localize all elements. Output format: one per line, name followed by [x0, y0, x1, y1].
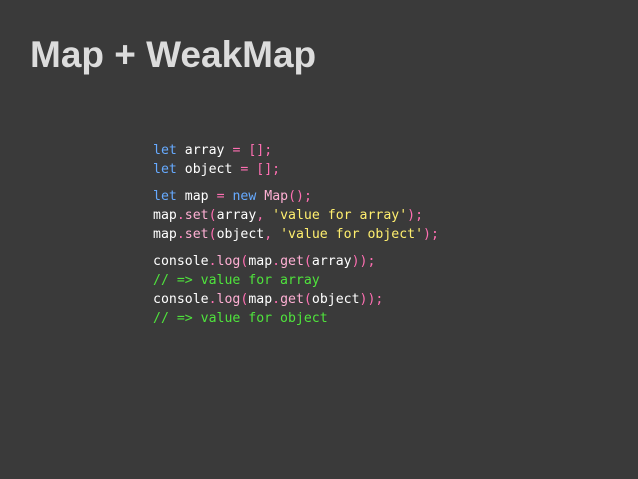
object-name: map [153, 227, 177, 242]
punctuation: ); [423, 227, 439, 242]
object-name: map [153, 208, 177, 223]
keyword-let: let [153, 143, 177, 158]
code-line-3: let map = new Map(); [153, 187, 439, 206]
code-line-8: console.log(map.get(object)); [153, 290, 439, 309]
paren-open: ( [208, 227, 217, 242]
paren-open: ( [303, 254, 312, 269]
dot: . [272, 292, 281, 307]
punctuation: )); [351, 254, 376, 269]
argument: object [216, 227, 265, 242]
comma: , [256, 208, 265, 223]
argument: array [311, 254, 352, 269]
code-line-7: // => value for array [153, 271, 439, 290]
constructor-name: Map [264, 189, 289, 204]
object-name: console [153, 254, 209, 269]
code-line-6: console.log(map.get(array)); [153, 252, 439, 271]
variable-name: object [184, 162, 233, 177]
dot: . [208, 254, 217, 269]
string-literal: 'value for array' [272, 208, 408, 223]
method-name: set [184, 227, 209, 242]
code-line-5: map.set(object, 'value for object'); [153, 225, 439, 244]
array-literal: []; [248, 143, 273, 158]
code-blank-line [153, 179, 439, 187]
paren-open: ( [240, 254, 249, 269]
method-name: log [216, 292, 241, 307]
operator: = [216, 189, 225, 204]
array-literal: []; [256, 162, 281, 177]
code-line-9: // => value for object [153, 309, 439, 328]
object-name: map [248, 292, 273, 307]
operator: = [240, 162, 249, 177]
punctuation: (); [288, 189, 312, 204]
variable-name: map [184, 189, 209, 204]
slide-title: Map + WeakMap [30, 34, 317, 75]
dot: . [176, 227, 185, 242]
code-comment: // => value for array [153, 273, 320, 288]
paren-open: ( [303, 292, 312, 307]
method-name: set [184, 208, 209, 223]
code-blank-line [153, 244, 439, 252]
code-line-2: let object = []; [153, 160, 439, 179]
argument: object [311, 292, 360, 307]
method-name: get [280, 254, 304, 269]
object-name: console [153, 292, 209, 307]
code-comment: // => value for object [153, 311, 328, 326]
method-name: log [216, 254, 241, 269]
paren-open: ( [208, 208, 217, 223]
dot: . [208, 292, 217, 307]
dot: . [272, 254, 281, 269]
code-block: let array = []; let object = []; let map… [153, 141, 439, 328]
code-line-4: map.set(array, 'value for array'); [153, 206, 439, 225]
method-name: get [280, 292, 304, 307]
code-line-1: let array = []; [153, 141, 439, 160]
punctuation: )); [359, 292, 384, 307]
punctuation: ); [407, 208, 424, 223]
variable-name: array [184, 143, 225, 158]
string-literal: 'value for object' [280, 227, 424, 242]
operator: = [232, 143, 241, 158]
keyword-let: let [153, 162, 177, 177]
argument: array [216, 208, 257, 223]
dot: . [176, 208, 185, 223]
comma: , [264, 227, 273, 242]
keyword-new: new [232, 189, 257, 204]
object-name: map [248, 254, 273, 269]
paren-open: ( [240, 292, 249, 307]
keyword-let: let [153, 189, 177, 204]
